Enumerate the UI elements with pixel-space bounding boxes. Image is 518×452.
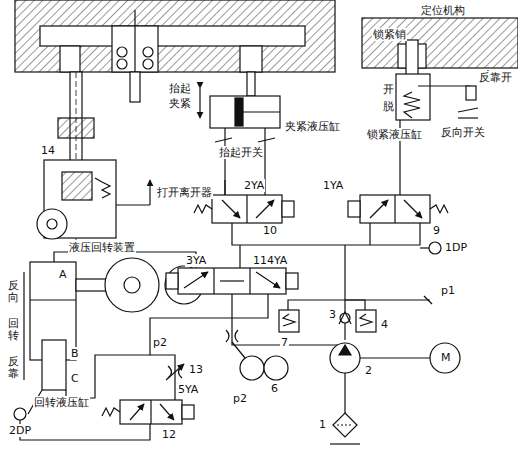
solenoid-label: 5YA xyxy=(177,383,199,396)
callout-number: 9 xyxy=(432,224,441,237)
callout-number: 2 xyxy=(364,364,373,377)
motion-label: 开 xyxy=(382,83,395,96)
part-label: 锁紧销 xyxy=(372,28,407,41)
solenoid-label: 1YA xyxy=(322,179,344,192)
callout-number: 3 xyxy=(328,308,337,321)
cylinder-label: 锁紧液压缸 xyxy=(366,128,423,141)
solenoid-label: 2YA xyxy=(243,179,265,192)
device-label: 液压回转装置 xyxy=(68,241,136,254)
switch-label: 反向开关 xyxy=(440,126,486,139)
cylinder-label: 回转液压缸 xyxy=(33,396,90,409)
callout-number: 7 xyxy=(280,336,289,349)
pressure-switch-label: 2DP xyxy=(8,424,32,437)
callout-number: 4 xyxy=(380,318,389,331)
port-label: A xyxy=(58,268,68,281)
callout-number: 14 xyxy=(40,144,56,157)
switch-label: 抬起开关 xyxy=(218,146,264,159)
callout-number: 10 xyxy=(262,224,278,237)
motion-label: 回转 xyxy=(7,318,20,342)
solenoid-label: 4YA xyxy=(266,254,288,267)
pressure-label: p1 xyxy=(440,284,456,297)
device-label: 打开离开器 xyxy=(156,186,213,199)
motion-label: 脱 xyxy=(382,100,395,113)
motor-label: M xyxy=(440,351,452,364)
callout-number: 1 xyxy=(318,418,327,431)
motion-label: 抬起 xyxy=(168,82,192,95)
pressure-switch-label: 1DP xyxy=(444,241,468,254)
mechanism-label: 定位机构 xyxy=(420,4,466,17)
pressure-label: p2 xyxy=(232,392,248,405)
solenoid-label: 3YA xyxy=(185,254,207,267)
motion-label: 夹紧 xyxy=(168,97,192,110)
motion-label: 反靠 xyxy=(7,356,20,380)
callout-number: 12 xyxy=(161,428,177,441)
callout-number: 6 xyxy=(270,382,279,395)
pressure-label: p2 xyxy=(152,336,168,349)
callout-number: 13 xyxy=(188,363,204,376)
switch-label: 反靠开 xyxy=(478,71,513,84)
port-label: B xyxy=(70,347,80,360)
motion-label: 反向 xyxy=(7,280,20,304)
port-label: C xyxy=(70,372,80,385)
cylinder-label: 夹紧液压缸 xyxy=(284,120,341,133)
